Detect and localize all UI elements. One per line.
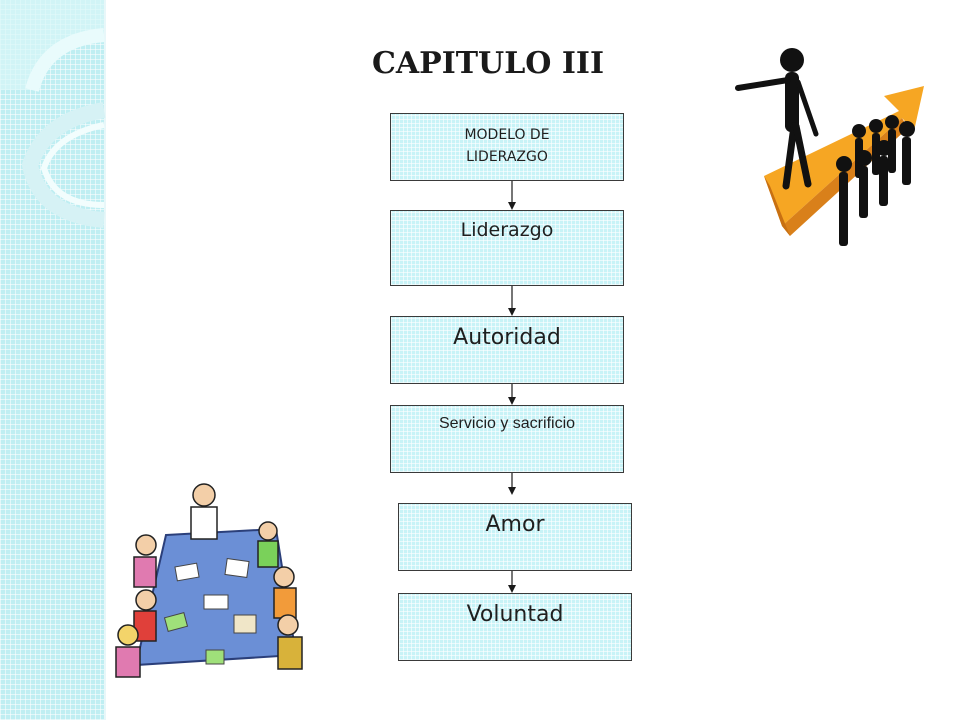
page-title: CAPITULO III <box>371 46 604 81</box>
flow-box-servicio-y-sacrificio: Servicio y sacrificio <box>390 405 624 473</box>
flow-box-text: Autoridad <box>453 325 561 350</box>
flow-box-text: Liderazgo <box>460 219 554 241</box>
decorative-circles <box>0 0 106 228</box>
flow-box-autoridad: Autoridad <box>390 316 624 384</box>
flow-arrow-5 <box>508 571 516 593</box>
flow-box-liderazgo: Liderazgo <box>390 210 624 286</box>
meeting-table-illustration <box>106 465 318 690</box>
flow-arrow-2 <box>508 286 516 316</box>
flow-box-text: Voluntad <box>466 602 564 627</box>
flow-box-text: Servicio y sacrificio <box>438 415 576 432</box>
flow-box-text-line2: LIDERAZGO <box>466 149 548 165</box>
flow-box-amor: Amor <box>398 503 632 571</box>
flow-arrow-4 <box>508 473 516 495</box>
flow-box-modelo-de-liderazgo: MODELO DE LIDERAZGO <box>390 113 624 181</box>
leaders-following-arrow-illustration <box>735 48 924 246</box>
flow-box-voluntad: Voluntad <box>398 593 632 661</box>
flow-arrow-1 <box>508 181 516 210</box>
flow-box-text-line1: MODELO DE <box>464 127 550 143</box>
strip-edge <box>104 0 106 720</box>
flow-arrow-3 <box>508 384 516 405</box>
flow-box-text: Amor <box>485 512 545 537</box>
